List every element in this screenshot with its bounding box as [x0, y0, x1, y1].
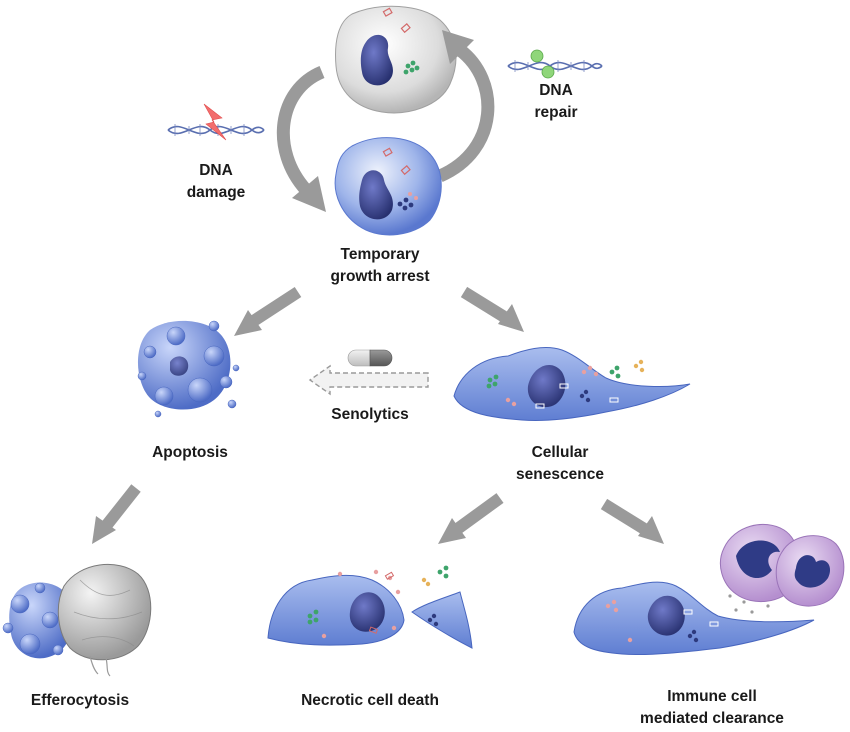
arrow-to-necrosis	[438, 493, 504, 544]
label-necrotic-cell-death: Necrotic cell death	[301, 692, 439, 709]
arrow-to-apoptosis	[234, 286, 302, 336]
arrested-cell-icon	[334, 137, 442, 236]
senolytic-pill-icon	[347, 349, 393, 367]
label-temporary-growth-arrest: Temporary growth arrest	[330, 246, 430, 286]
label-dna-damage: DNA damage	[186, 162, 246, 202]
apoptotic-cell-icon	[137, 320, 240, 418]
senescent-cell-icon	[453, 347, 691, 422]
dna-damage-icon	[167, 103, 265, 141]
cycle-arrow-right	[437, 30, 495, 182]
arrow-to-immune-clearance	[600, 498, 664, 544]
arrow-to-efferocytosis	[92, 484, 141, 544]
arrow-to-senescence	[460, 286, 524, 332]
label-cellular-senescence: Cellular senescence	[516, 444, 604, 484]
label-apoptosis: Apoptosis	[152, 444, 228, 461]
cycle-arrow-left	[276, 65, 326, 212]
efferocytosis-icon	[2, 563, 152, 677]
label-senolytics: Senolytics	[331, 406, 409, 423]
senolytics-arrow	[308, 364, 429, 396]
label-efferocytosis: Efferocytosis	[30, 692, 130, 709]
label-immune-cell-clearance: Immune cell mediated clearance	[640, 688, 784, 728]
normal-cell-icon	[335, 5, 457, 114]
label-dna-repair: DNA repair	[534, 82, 578, 122]
dna-repair-icon	[507, 49, 603, 79]
immune-clearance-icon	[573, 523, 845, 656]
necrotic-cell-icon	[267, 565, 473, 649]
